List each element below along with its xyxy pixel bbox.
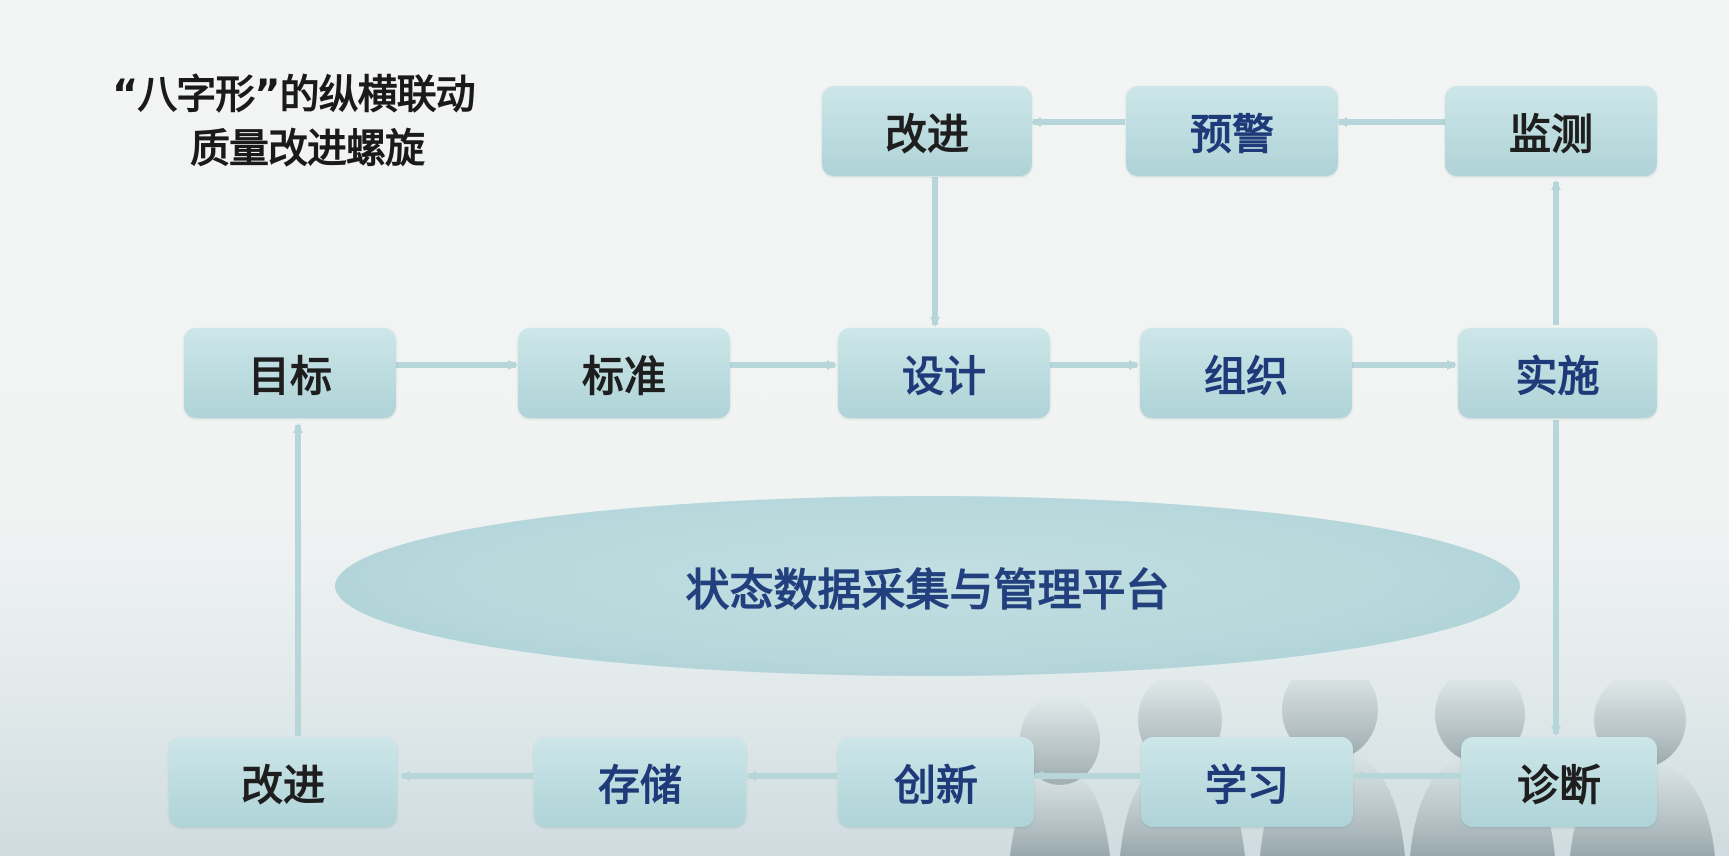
title-line-1: “八字形”的纵横联动 (112, 72, 476, 118)
node-diagnose: 诊断 (1461, 737, 1657, 827)
node-standard: 标准 (518, 328, 730, 418)
node-learn: 学习 (1141, 737, 1353, 827)
data-platform-ellipse: 状态数据采集与管理平台 (335, 496, 1520, 676)
node-goal: 目标 (184, 328, 396, 418)
node-implement: 实施 (1458, 328, 1657, 418)
node-improve-bottom: 改进 (169, 737, 397, 827)
node-monitor: 监测 (1445, 86, 1657, 176)
node-organize: 组织 (1140, 328, 1352, 418)
node-improve-top: 改进 (822, 86, 1032, 176)
node-store: 存储 (534, 737, 746, 827)
node-innovate: 创新 (838, 737, 1034, 827)
node-design: 设计 (838, 328, 1050, 418)
diagram-title: “八字形”的纵横联动 质量改进螺旋 (112, 68, 672, 176)
node-warning: 预警 (1126, 86, 1338, 176)
title-line-2: 质量改进螺旋 (190, 126, 425, 172)
